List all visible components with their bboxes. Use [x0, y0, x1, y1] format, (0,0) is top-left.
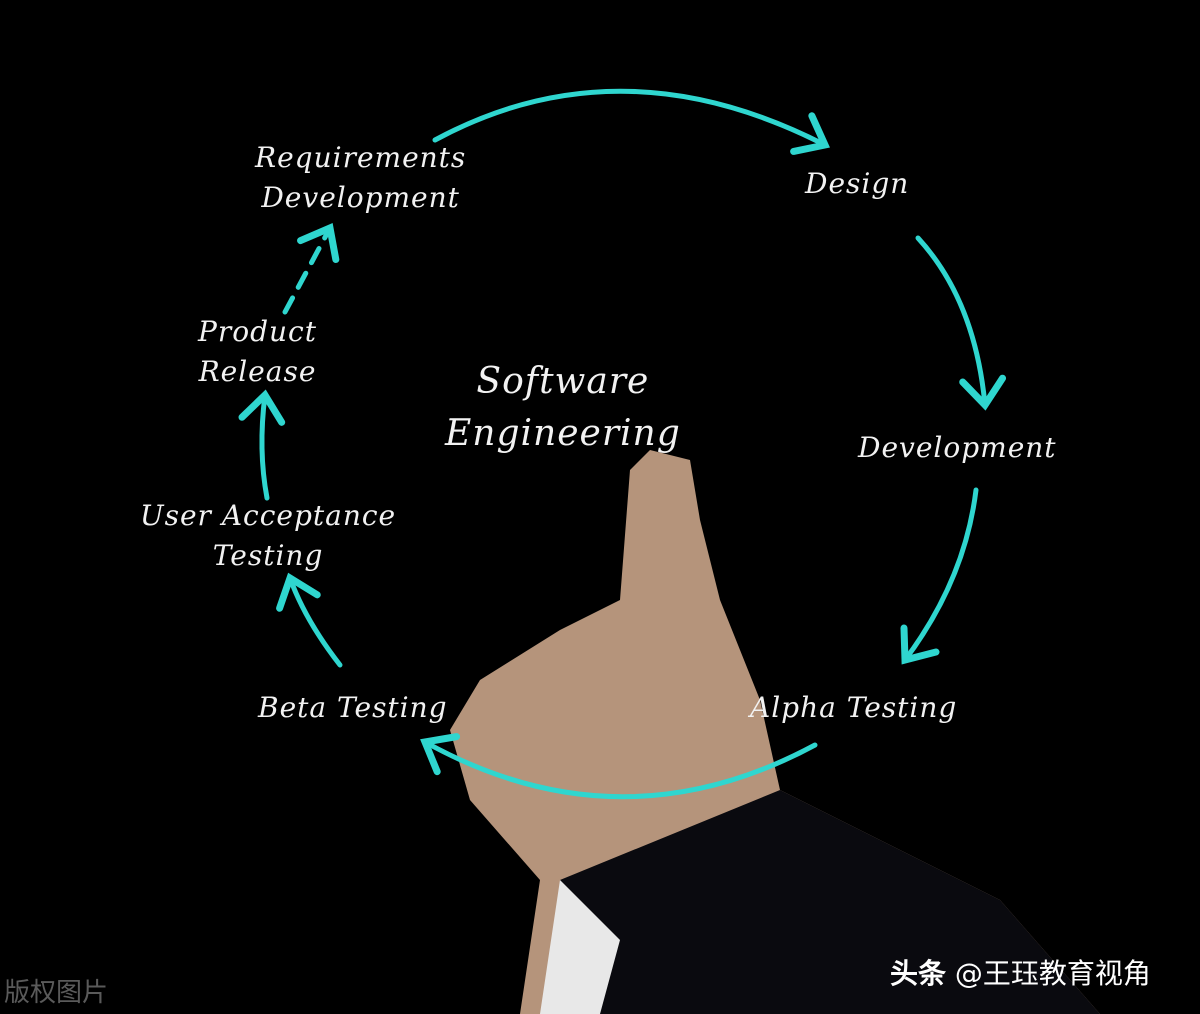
source-watermark: 头条 @王珏教育视角 [890, 952, 1151, 992]
arrow-requirements-to-design [432, 88, 830, 155]
arrow-release-to-requirements [282, 223, 340, 315]
node-beta-testing: Beta Testing [258, 688, 448, 728]
arrow-beta-to-uat [276, 572, 343, 668]
node-label: Alpha Testing [750, 691, 958, 724]
node-label: Design [805, 167, 910, 200]
node-development: Development [858, 428, 1057, 468]
arrow-design-to-development [915, 235, 1007, 411]
title-line-2: Engineering [445, 413, 681, 454]
title-line-1: Software [476, 361, 650, 402]
node-user-acceptance-testing: User Acceptance Testing [140, 496, 396, 576]
node-label: Development [261, 181, 460, 214]
copyright-watermark: 版权图片 [4, 978, 109, 1008]
arrow-alpha-to-beta [420, 733, 818, 800]
author-handle: @王珏教育视角 [954, 957, 1151, 990]
arrow-development-to-alpha [900, 487, 979, 665]
pointing-hand-image [450, 450, 1100, 1014]
node-label: Testing [212, 539, 324, 572]
brand-label: 头条 [890, 957, 947, 990]
node-label: Beta Testing [258, 691, 448, 724]
node-alpha-testing: Alpha Testing [750, 688, 957, 728]
arrow-uat-to-release [238, 389, 286, 501]
diagram-title: Software Engineering [445, 356, 681, 460]
node-requirements-development: Requirements Development [255, 138, 466, 218]
node-design: Design [805, 164, 909, 204]
node-label: Product [198, 315, 317, 348]
node-label: Development [858, 431, 1057, 464]
node-label: User Acceptance [140, 499, 397, 532]
node-product-release: Product Release [198, 312, 317, 392]
node-label: Release [198, 355, 317, 388]
node-label: Requirements [255, 141, 467, 174]
